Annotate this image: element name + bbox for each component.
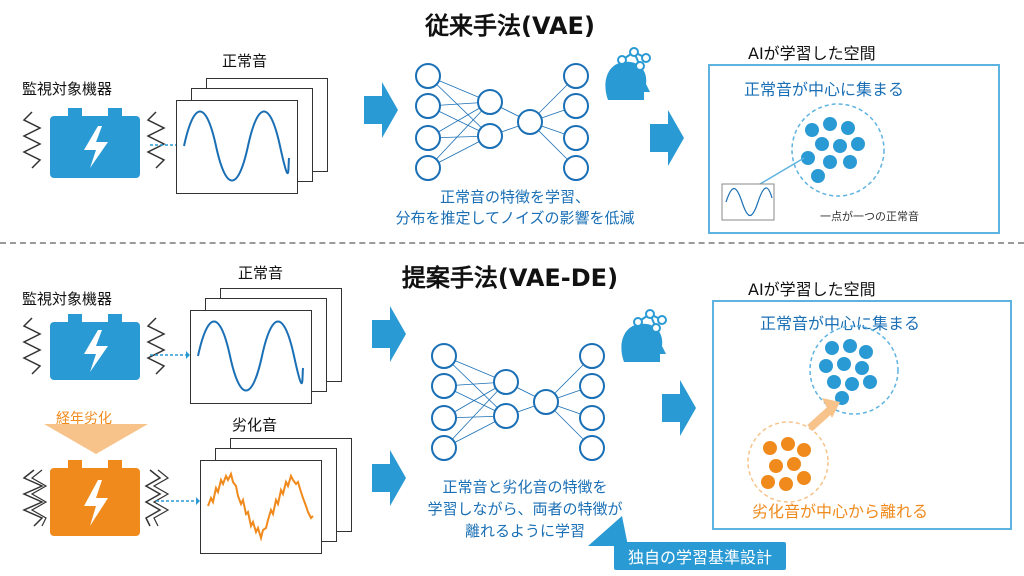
bottom-space-note-normal: 正常音が中心に集まる (760, 314, 921, 333)
top-caption-line2: 分布を推定してノイズの影響を低減 (395, 209, 635, 227)
battery-icon (50, 314, 140, 380)
bottom-space-note-degraded: 劣化音が中心から離れる (752, 502, 929, 521)
bottom-space-title: AIが学習した空間 (748, 280, 876, 299)
aging-arrow-icon (44, 424, 148, 454)
vibration-icon (144, 469, 170, 527)
bottom-device-label: 監視対象機器 (22, 290, 113, 308)
vibration-icon (146, 111, 166, 169)
arrow-icon (364, 82, 398, 138)
aging-label: 経年劣化 (56, 411, 112, 427)
battery-icon (50, 460, 140, 536)
callout-pointer (588, 516, 628, 546)
arrow-icon (662, 380, 696, 436)
bottom-latent-space-panel: 正常音が中心に集まる 劣化音が中心から離れる (712, 300, 1012, 530)
bottom-caption-line3: 離れるように学習 (464, 522, 585, 540)
top-space-title: AIが学習した空間 (748, 44, 876, 63)
ai-head-icon (621, 309, 667, 362)
normal-wave-stack (190, 288, 350, 404)
vibration-icon (22, 111, 42, 169)
top-title: 従来手法(VAE) (425, 12, 595, 40)
bottom-caption-line1: 正常音と劣化音の特徴を (442, 478, 608, 496)
bottom-normal-sound-label: 正常音 (238, 264, 284, 282)
neural-network-icon (415, 63, 589, 181)
battery-icon (50, 108, 140, 178)
bottom-caption-line2: 学習しながら、両者の特徴が (427, 500, 623, 518)
top-latent-space-panel: 正常音が中心に集まる 一点が一つの正常音 (708, 64, 1000, 234)
vibration-icon (146, 317, 166, 375)
top-caption-line1: 正常音の特徴を学習、 (439, 188, 590, 206)
neural-network-icon (431, 343, 605, 461)
top-device-label: 監視対象機器 (22, 80, 113, 98)
top-dot-note: 一点が一つの正常音 (820, 210, 919, 223)
degraded-sound-label: 劣化音 (232, 416, 278, 434)
connector-arrow (150, 351, 190, 359)
degraded-wave-stack (200, 438, 360, 556)
section-divider (0, 242, 1024, 244)
vibration-icon (22, 469, 48, 527)
top-caption: 正常音の特徴を学習、 分布を推定してノイズの影響を低減 (360, 186, 670, 228)
arrow-icon (650, 110, 684, 166)
vibration-icon (22, 317, 42, 375)
bottom-caption: 正常音と劣化音の特徴を 学習しながら、両者の特徴が 離れるように学習 (400, 476, 650, 542)
bottom-title: 提案手法(VAE-DE) (401, 264, 619, 292)
ai-head-icon (605, 47, 651, 100)
top-normal-sound-label: 正常音 (222, 52, 268, 70)
custom-learning-criterion-tag: 独自の学習基準設計 (614, 542, 787, 570)
normal-wave-stack (176, 78, 336, 194)
arrow-icon (372, 306, 406, 362)
top-space-note: 正常音が中心に集まる (744, 80, 905, 99)
arrow-icon (372, 450, 406, 506)
connector-arrow (156, 497, 200, 505)
